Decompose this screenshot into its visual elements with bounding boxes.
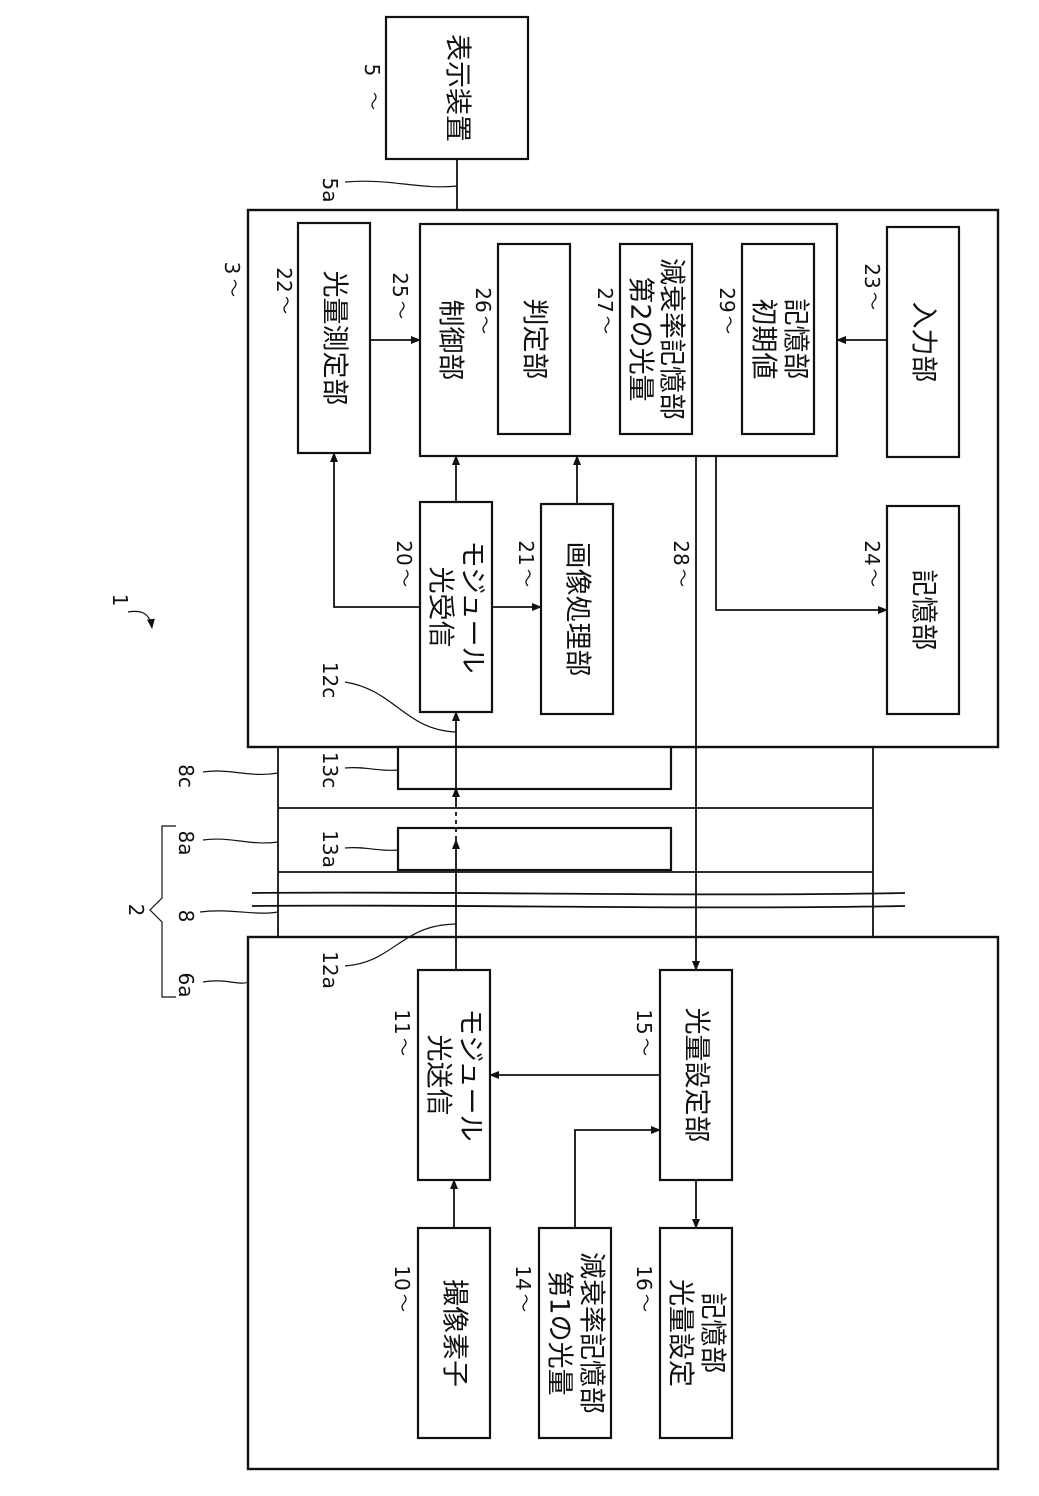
num-16: 16 — [632, 1265, 656, 1290]
judge-block: 判定部 — [498, 244, 570, 434]
initial-storage-block: 初期値 記憶部 — [742, 244, 814, 434]
initial-storage-line1: 初期値 — [748, 299, 779, 380]
num-27: 27 — [593, 287, 617, 312]
num-12c: 12c — [318, 662, 342, 698]
endoscope-head-frame — [248, 937, 998, 1469]
light-meter-label: 光量測定部 — [319, 271, 350, 406]
num-14: 14 — [511, 1265, 535, 1290]
receiver-line2: モジュール — [457, 540, 488, 673]
endoscope-brace — [150, 826, 176, 997]
num-29: 29 — [715, 287, 739, 312]
display-label: 表示装置 — [442, 34, 473, 142]
input-label: 入力部 — [908, 302, 939, 383]
setting-storage-line1: 光量設定 — [665, 1279, 696, 1387]
first-storage-line2: 減衰率記憶部 — [576, 1252, 607, 1414]
display-block: 表示装置 — [386, 17, 528, 159]
num-13c: 13c — [318, 752, 342, 788]
num-6a: 6a — [174, 973, 198, 998]
input-block: 入力部 — [887, 227, 959, 457]
setting-storage-line2: 記憶部 — [697, 1293, 728, 1374]
light-setter-label: 光量設定部 — [681, 1008, 712, 1143]
second-storage-line2: 減衰率記憶部 — [656, 258, 687, 420]
memory-label: 記憶部 — [908, 570, 939, 651]
filter-13a — [398, 828, 671, 870]
num-8a: 8a — [174, 831, 198, 856]
imager-block: 撮像素子 — [418, 1228, 490, 1438]
judge-label: 判定部 — [519, 299, 550, 380]
setting-storage-block: 光量設定 記憶部 — [660, 1228, 732, 1438]
transmitter-line2: モジュール — [455, 1008, 486, 1141]
memory-block: 記憶部 — [887, 506, 959, 714]
image-proc-block: 画像処理部 — [541, 504, 613, 714]
num-23: 23 — [860, 263, 884, 288]
num-5a: 5a — [318, 178, 342, 203]
num-8: 8 — [174, 910, 198, 923]
receiver-line1: 光受信 — [425, 567, 456, 648]
num-12a: 12a — [318, 951, 342, 989]
num-3: 3 — [220, 262, 244, 275]
num-10: 10 — [390, 1265, 414, 1290]
num-26: 26 — [471, 287, 495, 312]
transmitter-line1: 光送信 — [423, 1035, 454, 1116]
receiver-block: 光受信 モジュール — [420, 502, 492, 712]
controller-label: 制御部 — [435, 300, 466, 381]
num-11: 11 — [390, 1009, 414, 1034]
num-5: 5 — [360, 64, 384, 77]
image-proc-label: 画像処理部 — [562, 542, 593, 677]
filter-13c — [398, 747, 671, 789]
first-storage-line1: 第1の光量 — [544, 1270, 575, 1395]
light-meter-block: 光量測定部 — [298, 223, 370, 453]
num-13a: 13a — [318, 830, 342, 868]
initial-storage-line2: 記憶部 — [780, 299, 811, 380]
num-24: 24 — [860, 540, 884, 565]
num-2: 2 — [124, 904, 148, 917]
second-storage-line1: 第2の光量 — [625, 276, 656, 401]
transmitter-block: 光送信 モジュール — [418, 970, 490, 1180]
num-28: 28 — [669, 540, 693, 565]
num-21: 21 — [514, 540, 538, 565]
num-15: 15 — [632, 1009, 656, 1034]
light-setter-block: 光量設定部 — [660, 970, 732, 1180]
num-22: 22 — [272, 267, 296, 292]
num-25: 25 — [388, 272, 412, 297]
num-8c: 8c — [174, 764, 198, 788]
num-1: 1 — [108, 594, 132, 607]
first-storage-block: 第1の光量 減衰率記憶部 — [539, 1228, 611, 1438]
second-storage-block: 第2の光量 減衰率記憶部 — [620, 244, 692, 434]
num-20: 20 — [392, 540, 416, 565]
imager-label: 撮像素子 — [439, 1279, 470, 1387]
